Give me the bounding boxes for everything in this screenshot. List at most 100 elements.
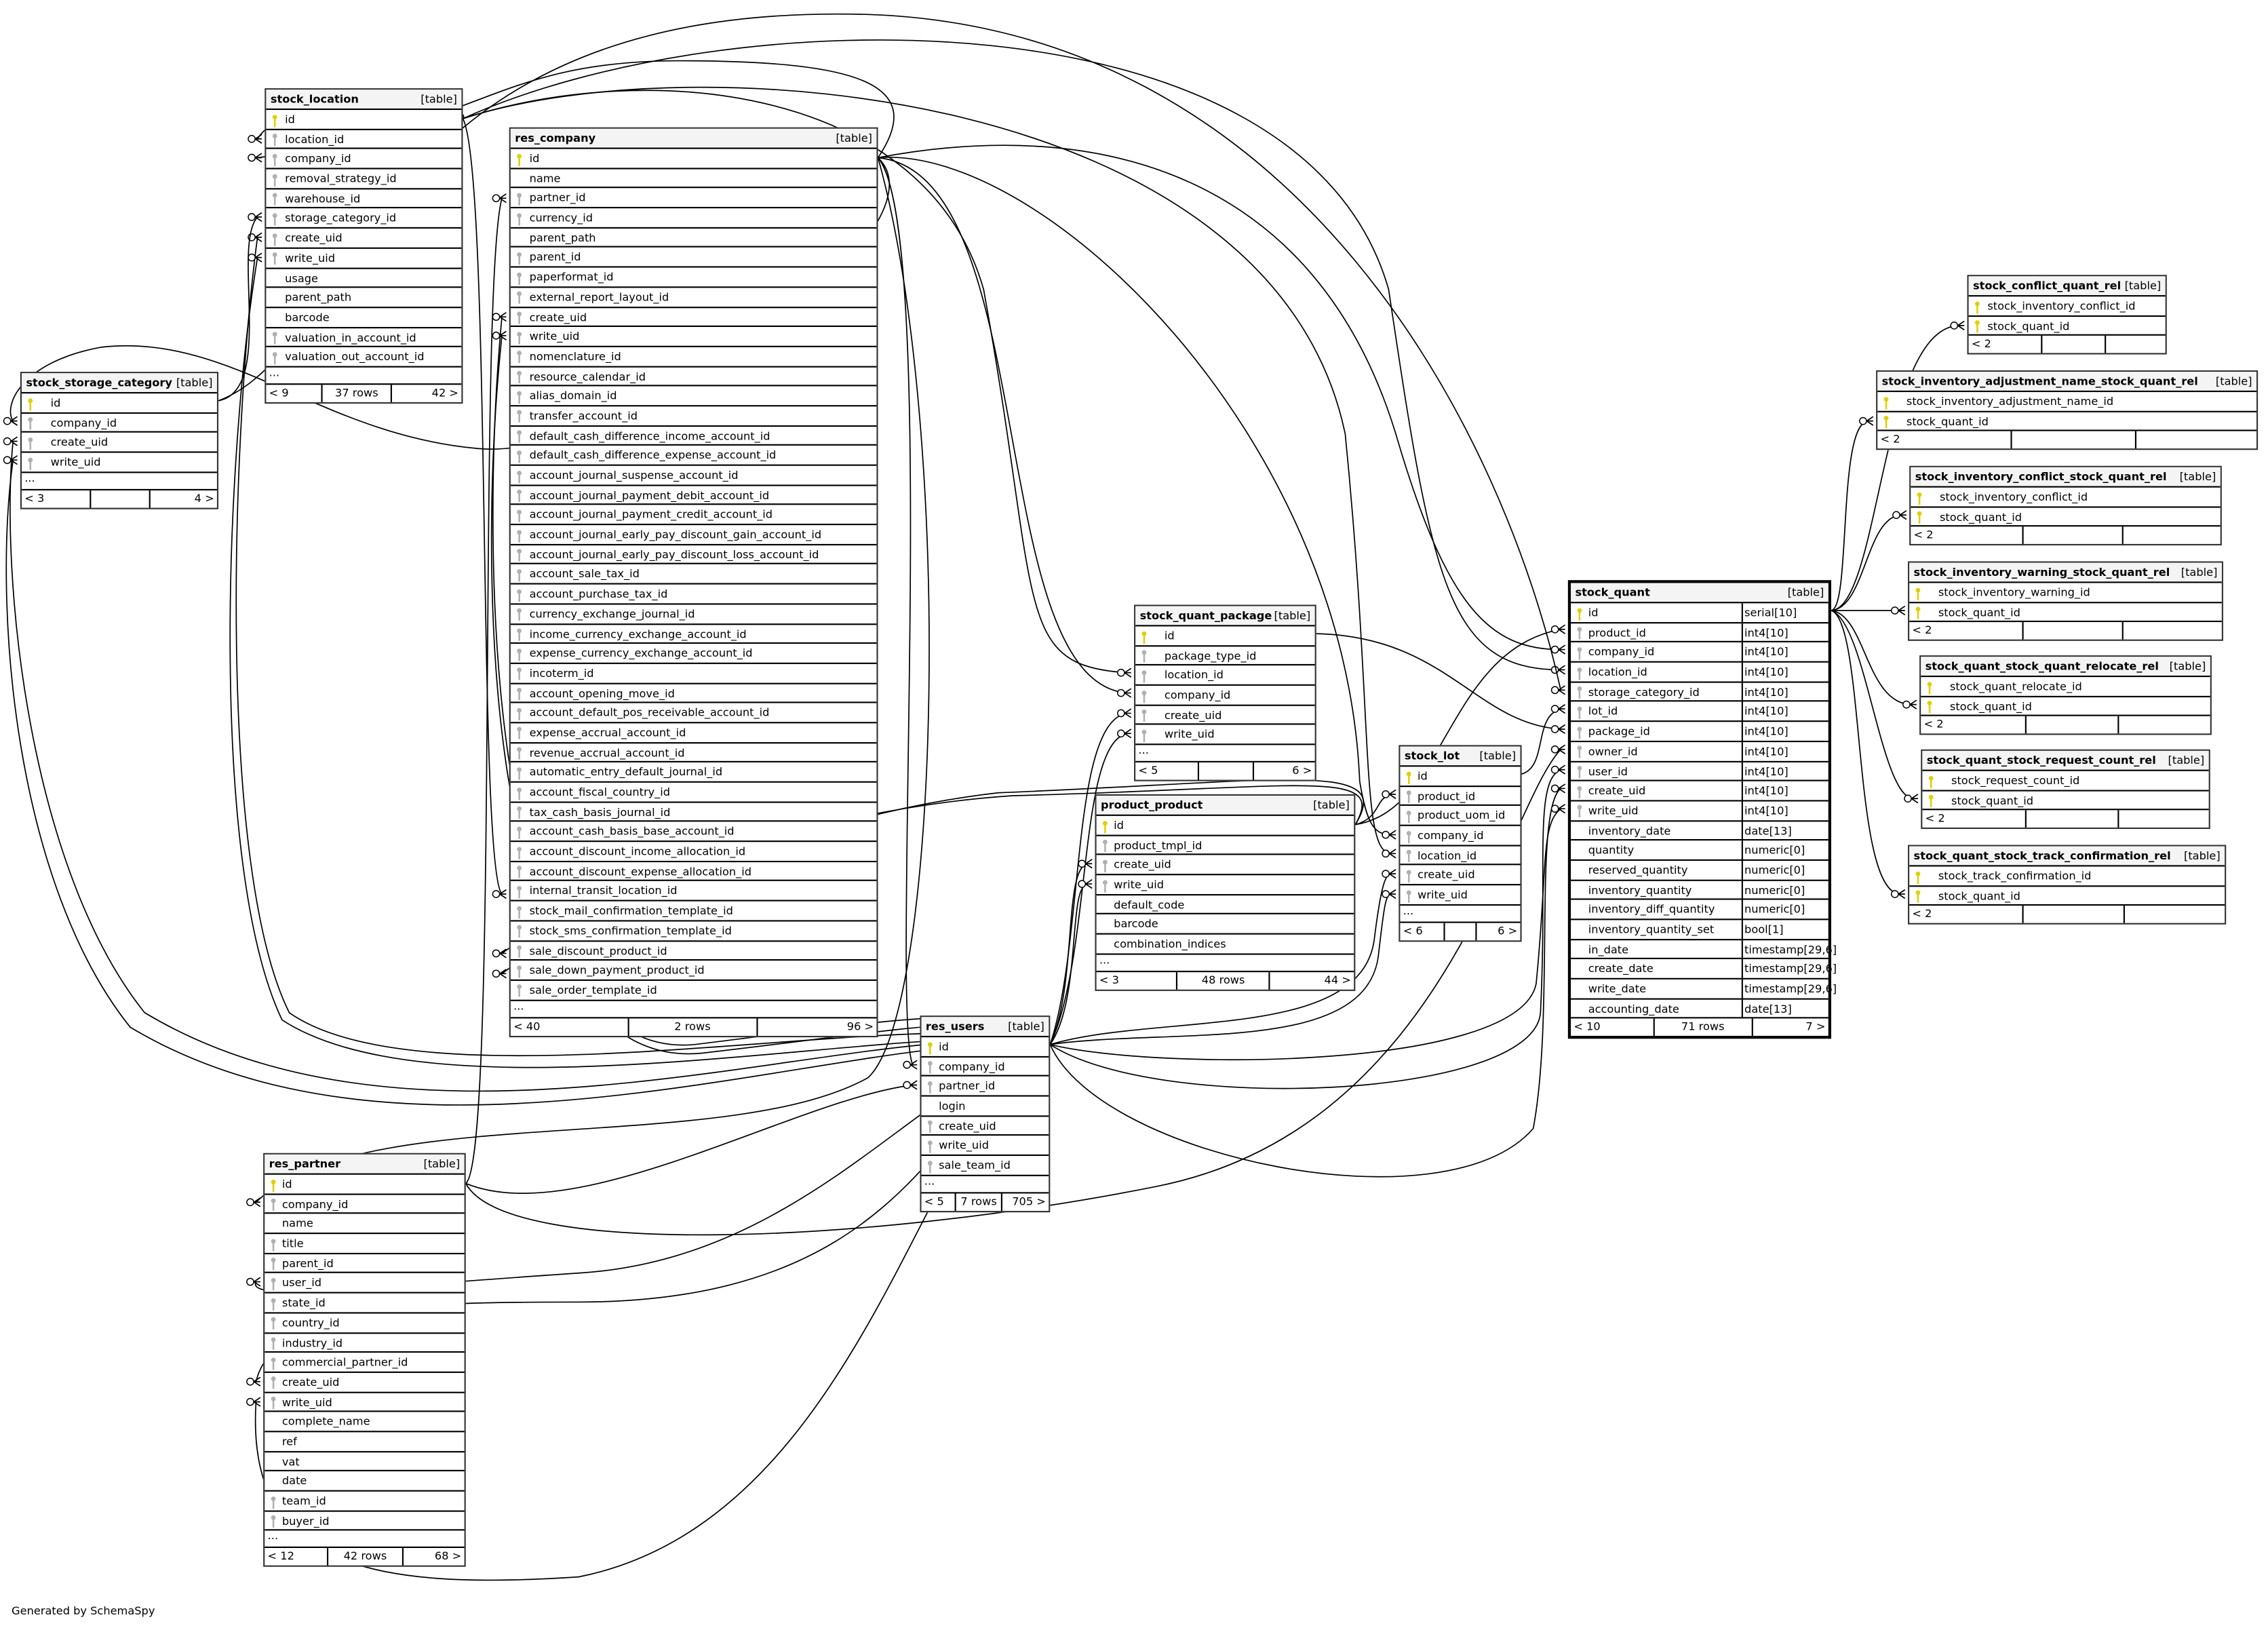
column-row[interactable]: income_currency_exchange_account_id [510, 624, 877, 644]
column-row[interactable]: stock_quant_id [1922, 791, 2209, 811]
column-row[interactable]: id [510, 149, 877, 169]
table-name-link[interactable]: stock_inventory_warning_stock_quant_rel [1913, 565, 2170, 579]
table-name-link[interactable]: product_product [1100, 798, 1203, 812]
parents-count[interactable]: < 3 [24, 491, 45, 505]
children-count[interactable]: 68 > [402, 1548, 464, 1566]
column-row[interactable]: expense_accrual_account_id [510, 723, 877, 743]
column-row[interactable]: create_uid [510, 307, 877, 328]
column-row[interactable]: name [510, 169, 877, 189]
column-row[interactable]: id [265, 1175, 465, 1195]
column-row[interactable]: country_id [265, 1313, 465, 1334]
column-row[interactable]: stock_inventory_conflict_id [1911, 488, 2221, 507]
column-row[interactable]: stock_quant_id [1921, 697, 2210, 717]
column-row[interactable]: account_purchase_tax_id [510, 585, 877, 605]
column-row[interactable]: product_uom_id [1400, 807, 1521, 826]
table-name-link[interactable]: stock_quant_stock_track_confirmation_rel [1913, 849, 2171, 863]
table-name-link[interactable]: stock_quant [1575, 585, 1650, 599]
column-row[interactable]: default_cash_difference_income_account_i… [510, 426, 877, 446]
children-count[interactable]: 96 > [756, 1018, 876, 1036]
column-row[interactable]: valuation_out_account_id [266, 347, 462, 368]
column-row[interactable]: tax_cash_basis_journal_id [510, 802, 877, 823]
column-row[interactable]: write_uid [921, 1136, 1049, 1157]
table-name-link[interactable]: stock_inventory_adjustment_name_stock_qu… [1881, 374, 2198, 388]
parents-count[interactable]: < 2 [1925, 812, 1945, 826]
column-row[interactable]: commercial_partner_id [265, 1353, 465, 1373]
column-row[interactable]: external_report_layout_id [510, 288, 877, 308]
parents-count[interactable]: < 5 [1138, 764, 1158, 777]
parents-count[interactable]: < 3 [1099, 973, 1119, 987]
column-row[interactable]: parent_path [510, 228, 877, 248]
column-row[interactable]: location_id [1400, 846, 1521, 866]
children-count[interactable]: 44 > [1268, 971, 1354, 990]
parents-count[interactable]: < 2 [1880, 433, 1900, 446]
column-row[interactable]: currency_id [510, 208, 877, 229]
column-row[interactable]: company_id [1135, 686, 1315, 706]
parents-count[interactable]: < 2 [1913, 528, 1934, 542]
column-row[interactable]: package_type_id [1135, 646, 1315, 666]
parents-count[interactable]: < 2 [1923, 718, 1944, 731]
children-count[interactable]: 6 > [1475, 923, 1520, 940]
children-count[interactable] [2135, 431, 2256, 449]
column-row[interactable]: sale_order_template_id [510, 981, 877, 1001]
column-row[interactable]: parent_id [510, 248, 877, 268]
column-row[interactable]: storage_category_id [266, 209, 462, 229]
column-row[interactable]: name [265, 1214, 465, 1235]
table-name-link[interactable]: stock_storage_category [26, 376, 172, 389]
column-row[interactable]: account_discount_expense_allocation_id [510, 862, 877, 882]
column-row[interactable]: sale_team_id [921, 1156, 1049, 1176]
column-row[interactable]: id [1400, 767, 1521, 787]
children-count[interactable]: 42 > [391, 385, 462, 402]
column-row[interactable]: account_discount_income_allocation_id [510, 842, 877, 862]
column-row[interactable]: barcode [266, 308, 462, 328]
column-row[interactable]: currency_exchange_journal_id [510, 604, 877, 625]
children-count[interactable] [2124, 906, 2225, 924]
column-row[interactable]: stock_inventory_conflict_id [1968, 296, 2166, 317]
column-row[interactable]: stock_track_confirmation_id [1909, 866, 2225, 887]
column-row[interactable]: account_opening_move_id [510, 684, 877, 704]
column-row[interactable]: stock_quant_id [1909, 887, 2225, 906]
column-row[interactable]: id [21, 393, 217, 414]
column-row[interactable]: stock_quant_id [1877, 412, 2257, 432]
parents-count[interactable]: < 2 [1912, 623, 1932, 638]
column-row[interactable]: write_uid [21, 453, 217, 473]
column-row[interactable]: write_uid [266, 248, 462, 269]
column-row[interactable]: write_uid [1096, 875, 1354, 895]
column-row[interactable]: create_uid [921, 1117, 1049, 1137]
column-row[interactable]: team_id [265, 1492, 465, 1512]
parents-count[interactable]: < 40 [513, 1019, 541, 1032]
column-row[interactable]: id [1096, 816, 1354, 836]
parents-count[interactable]: < 2 [1912, 908, 1932, 921]
column-row[interactable]: account_journal_suspense_account_id [510, 466, 877, 486]
table-name-link[interactable]: stock_inventory_conflict_stock_quant_rel [1915, 470, 2167, 484]
column-row[interactable]: warehouse_id [266, 189, 462, 210]
column-row[interactable]: account_fiscal_country_id [510, 783, 877, 802]
children-count[interactable]: 7 > [1751, 1019, 1829, 1037]
column-row[interactable]: product_tmpl_id [1096, 836, 1354, 856]
children-count[interactable]: 6 > [1252, 762, 1315, 780]
column-row[interactable]: sale_down_payment_product_id [510, 961, 877, 981]
column-row[interactable]: create_uid [1400, 866, 1521, 886]
column-row[interactable]: resource_calendar_id [510, 367, 877, 387]
parents-count[interactable]: < 10 [1573, 1020, 1601, 1034]
column-row[interactable]: account_cash_basis_base_account_id [510, 822, 877, 843]
column-row[interactable]: product_id [1400, 787, 1521, 807]
children-count[interactable]: 705 > [1001, 1193, 1049, 1211]
column-row[interactable]: usage [266, 269, 462, 288]
column-row[interactable]: write_uid [265, 1393, 465, 1413]
column-row[interactable]: internal_transit_location_id [510, 882, 877, 902]
column-row[interactable]: valuation_in_account_id [266, 328, 462, 348]
column-row[interactable]: company_id [921, 1057, 1049, 1077]
column-row[interactable]: buyer_id [265, 1511, 465, 1532]
